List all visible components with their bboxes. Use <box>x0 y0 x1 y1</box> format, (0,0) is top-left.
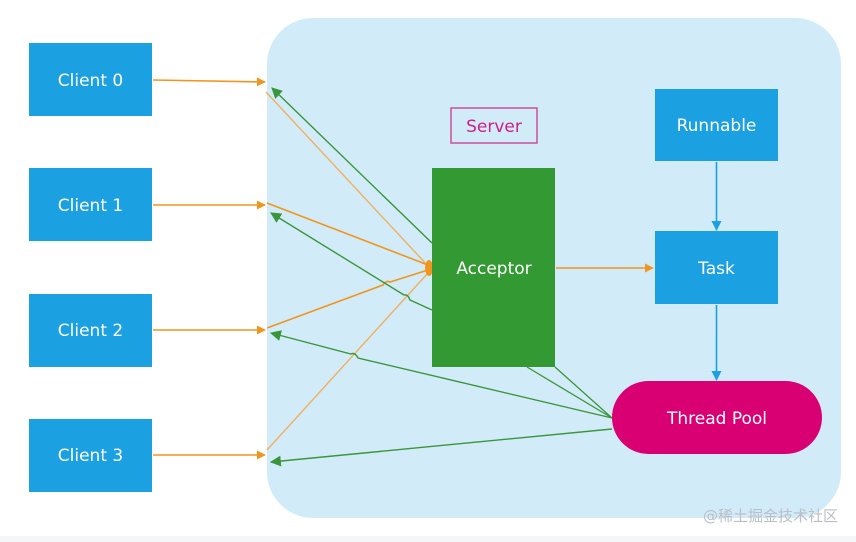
client-box-3[interactable]: Client 3 <box>29 419 152 492</box>
response-arrow-client-2 <box>269 330 613 419</box>
client-box-2[interactable]: Client 2 <box>29 294 152 367</box>
acceptor-input-port <box>425 260 433 276</box>
server-label: Server <box>466 117 522 137</box>
acceptor-in-line-2 <box>266 269 429 329</box>
response-arrow-client-1 <box>270 212 433 311</box>
runnable-label: Runnable <box>677 116 757 136</box>
response-arrow-client-0 <box>271 87 433 244</box>
acceptor-in-line-1 <box>266 202 429 266</box>
response-arrow-client-3 <box>269 428 613 467</box>
acceptor-label: Acceptor <box>456 259 531 279</box>
acceptor-in-line-0 <box>265 91 429 267</box>
task-node[interactable]: Task <box>655 231 778 304</box>
server-label-box: Server <box>450 107 538 144</box>
acceptor-in-line-3 <box>266 272 429 451</box>
thread-pool-node[interactable]: Thread Pool <box>612 381 822 454</box>
client-label: Client 1 <box>58 196 123 216</box>
acceptor-to-pool-line-a <box>526 366 613 419</box>
client-box-0[interactable]: Client 0 <box>29 43 152 116</box>
client-label: Client 3 <box>58 446 123 466</box>
thread-pool-label: Thread Pool <box>666 409 767 429</box>
task-label: Task <box>697 259 735 279</box>
acceptor-node[interactable]: Acceptor <box>432 168 555 367</box>
runnable-node[interactable]: Runnable <box>655 89 778 161</box>
client-label: Client 2 <box>58 321 123 341</box>
client-label: Client 0 <box>58 71 123 91</box>
bottom-strip <box>0 536 856 542</box>
request-arrow-client-0 <box>152 77 266 87</box>
acceptor-to-pool-line-b <box>554 366 613 419</box>
client-box-1[interactable]: Client 1 <box>29 168 152 241</box>
watermark-text: @稀土掘金技术社区 <box>703 507 838 525</box>
